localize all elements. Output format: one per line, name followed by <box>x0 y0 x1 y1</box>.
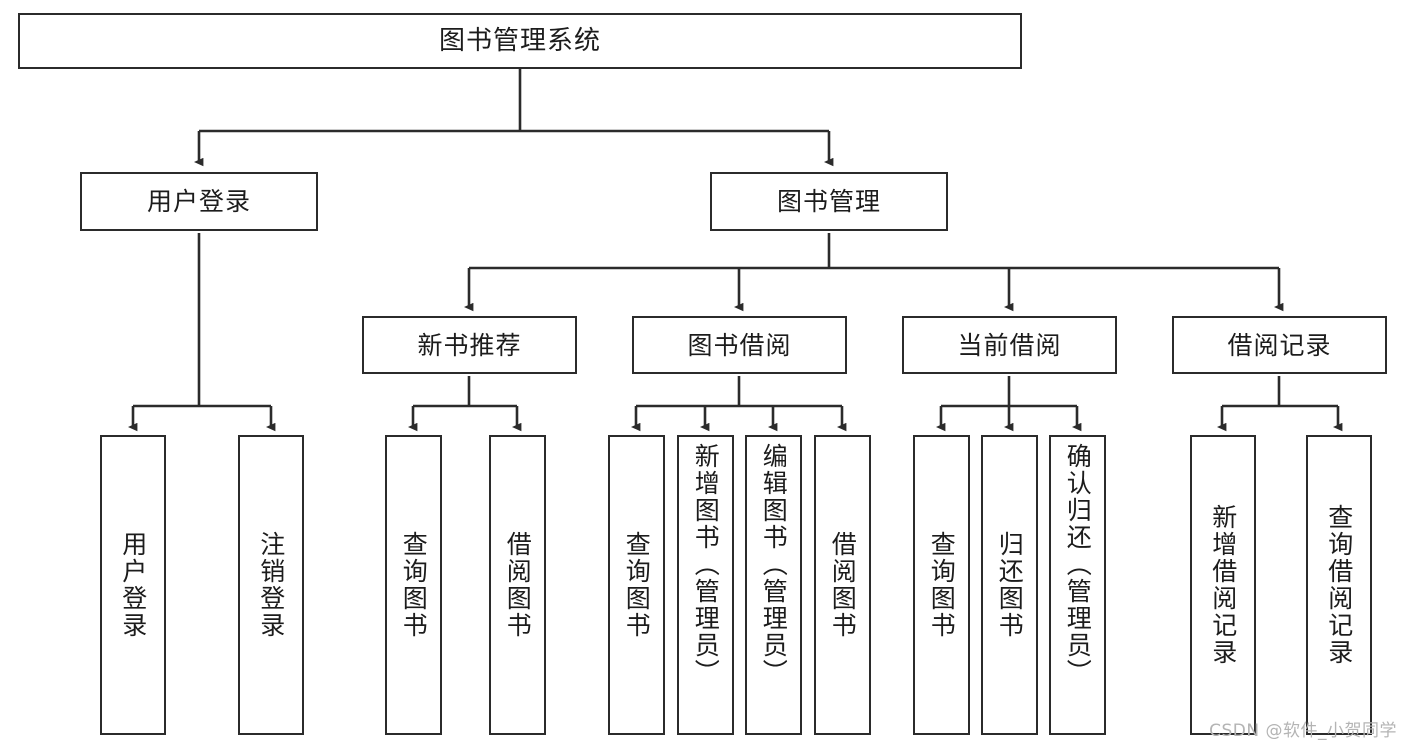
csdn-watermark: CSDN @软件_小贺同学 <box>1209 721 1397 741</box>
leaf-current-return-book[interactable]: 归还图书 <box>981 435 1038 735</box>
node-new-book-recommend[interactable]: 新书推荐 <box>362 316 577 374</box>
node-root-system[interactable]: 图书管理系统 <box>18 13 1022 69</box>
leaf-record-add-record[interactable]: 新增借阅记录 <box>1190 435 1256 735</box>
node-book-management[interactable]: 图书管理 <box>710 172 948 231</box>
leaf-recommend-borrow-book[interactable]: 借阅图书 <box>489 435 546 735</box>
node-user-login[interactable]: 用户登录 <box>80 172 318 231</box>
node-current-borrow[interactable]: 当前借阅 <box>902 316 1117 374</box>
leaf-user-login-logout[interactable]: 注销登录 <box>238 435 304 735</box>
leaf-borrow-add-book-admin[interactable]: 新增图书（管理员） <box>677 435 734 735</box>
leaf-current-confirm-return-admin[interactable]: 确认归还（管理员） <box>1049 435 1106 735</box>
leaf-borrow-edit-book-admin[interactable]: 编辑图书（管理员） <box>745 435 802 735</box>
node-book-borrow[interactable]: 图书借阅 <box>632 316 847 374</box>
node-borrow-record[interactable]: 借阅记录 <box>1172 316 1387 374</box>
leaf-current-query-book[interactable]: 查询图书 <box>913 435 970 735</box>
leaf-borrow-borrow-book[interactable]: 借阅图书 <box>814 435 871 735</box>
leaf-user-login-login[interactable]: 用户登录 <box>100 435 166 735</box>
leaf-borrow-query-book[interactable]: 查询图书 <box>608 435 665 735</box>
leaf-recommend-query-book[interactable]: 查询图书 <box>385 435 442 735</box>
leaf-record-query-record[interactable]: 查询借阅记录 <box>1306 435 1372 735</box>
